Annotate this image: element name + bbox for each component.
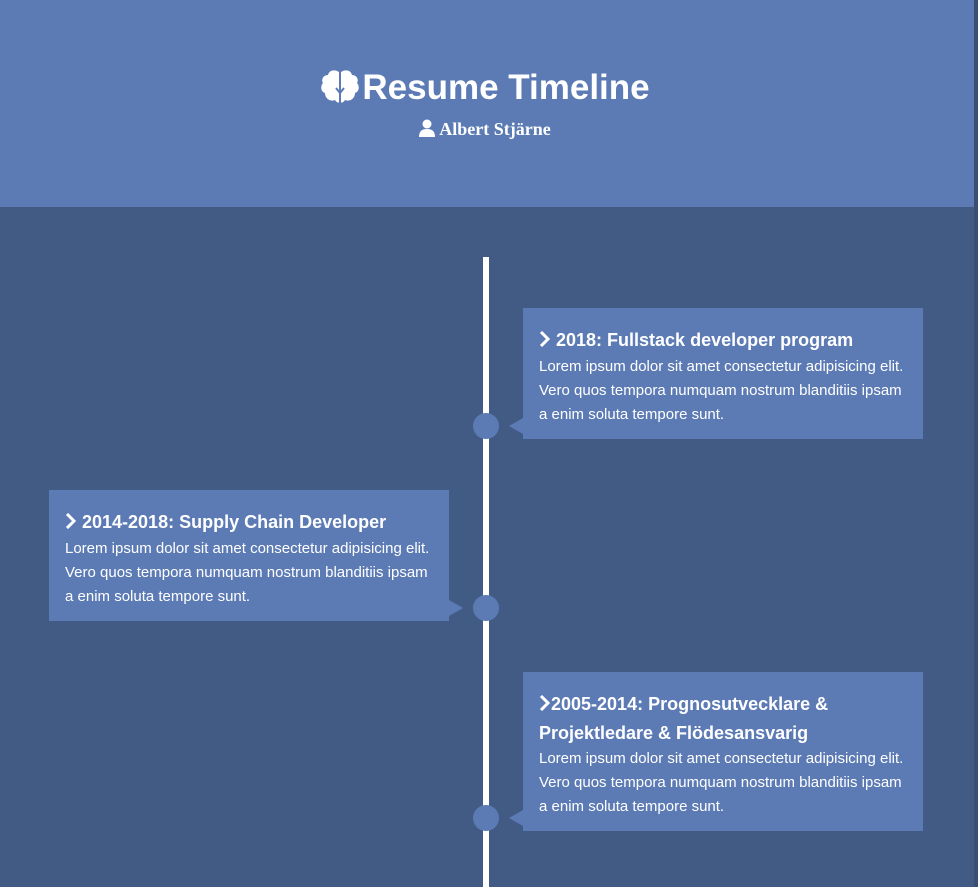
entry-heading-text: 2014-2018: Supply Chain Developer — [82, 512, 387, 532]
timeline-dot — [473, 595, 499, 621]
entry-pointer — [509, 418, 523, 434]
scrollbar-edge — [974, 0, 978, 887]
entry-heading-text: 2018: Fullstack developer program — [556, 330, 854, 350]
timeline-dot — [473, 413, 499, 439]
entry-body: Lorem ipsum dolor sit amet consectetur a… — [539, 750, 904, 815]
person-name-text: Albert Stjärne — [439, 119, 551, 139]
entry-pointer — [509, 810, 523, 826]
entry-heading: 2018: Fullstack developer program — [539, 326, 907, 355]
page-title-text: Resume Timeline — [362, 68, 650, 107]
brain-icon — [320, 69, 360, 116]
entry-heading: 2014-2018: Supply Chain Developer — [65, 508, 433, 537]
timeline-line — [483, 257, 489, 887]
person-name: Albert Stjärne — [0, 118, 970, 142]
user-icon — [419, 119, 436, 142]
entry-body: Lorem ipsum dolor sit amet consectetur a… — [539, 358, 904, 423]
timeline-entry: 2005-2014: Prognosutvecklare & Projektle… — [523, 672, 923, 831]
timeline-dot — [473, 805, 499, 831]
entry-heading: 2005-2014: Prognosutvecklare & Projektle… — [539, 690, 907, 747]
entry-heading-text: 2005-2014: Prognosutvecklare & Projektle… — [539, 694, 829, 743]
chevron-right-icon — [65, 509, 77, 537]
entry-body: Lorem ipsum dolor sit amet consectetur a… — [65, 540, 430, 605]
page-title: Resume Timeline — [0, 66, 970, 116]
timeline-entry: 2018: Fullstack developer program Lorem … — [523, 308, 923, 439]
timeline-entry: 2014-2018: Supply Chain Developer Lorem … — [49, 490, 449, 621]
chevron-right-icon — [539, 327, 551, 355]
page-header: Resume Timeline Albert Stjärne — [0, 0, 974, 207]
chevron-right-icon — [539, 691, 551, 719]
entry-pointer — [449, 600, 463, 616]
